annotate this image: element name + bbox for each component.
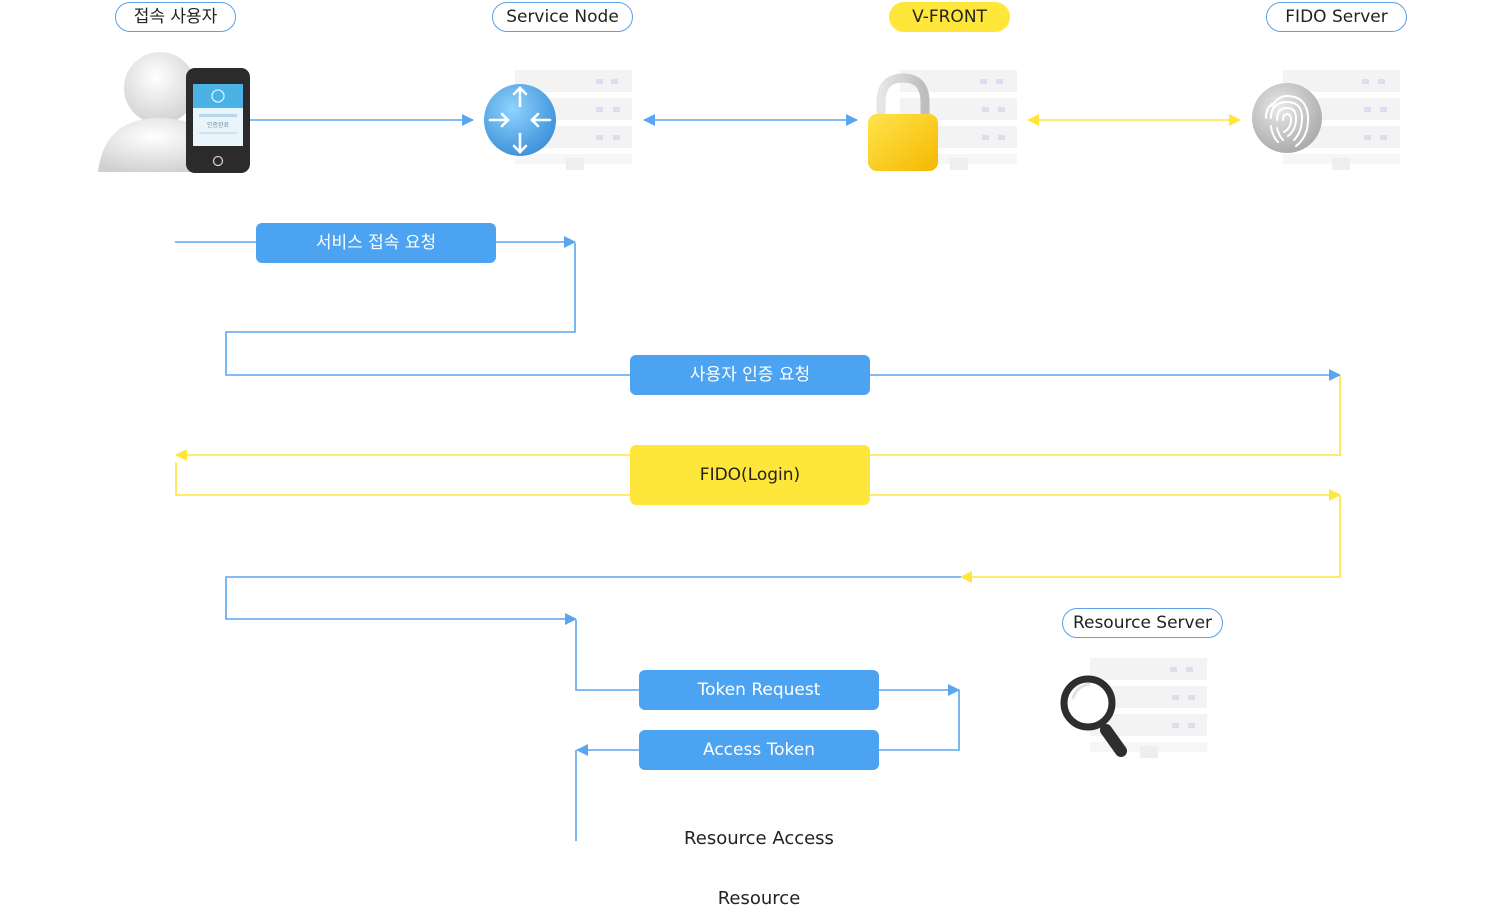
node-label-service-node: Service Node [492, 2, 633, 32]
phone-screen-text: 인증완료 [207, 121, 230, 129]
node-label-resource-server: Resource Server [1062, 608, 1223, 638]
magnifier-icon [1060, 675, 1127, 757]
auth-request-line [225, 243, 1341, 381]
step-fido-login: FIDO(Login) [630, 445, 870, 505]
resource-server-rack [1090, 658, 1207, 758]
step-token-request: Token Request [639, 670, 879, 710]
node-label-vfront: V-FRONT [889, 2, 1010, 32]
fido-forward-line [175, 462, 1341, 501]
node-label-user: 접속 사용자 [115, 2, 236, 32]
step-resource: Resource [717, 888, 801, 909]
padlock-icon [868, 73, 938, 171]
token-flow-line [225, 576, 961, 625]
fido-result-line [960, 496, 1341, 583]
step-auth-request: 사용자 인증 요청 [630, 355, 870, 395]
router-icon [484, 84, 556, 156]
step-access-token: Access Token [639, 730, 879, 770]
node-label-fido-server: FIDO Server [1266, 2, 1407, 32]
step-service-request: 서비스 접속 요청 [256, 223, 496, 263]
fido-return-line [175, 376, 1341, 461]
step-resource-access: Resource Access [684, 828, 834, 849]
fingerprint-icon [1252, 83, 1322, 153]
user-with-phone-icon: 인증완료 [98, 52, 250, 173]
